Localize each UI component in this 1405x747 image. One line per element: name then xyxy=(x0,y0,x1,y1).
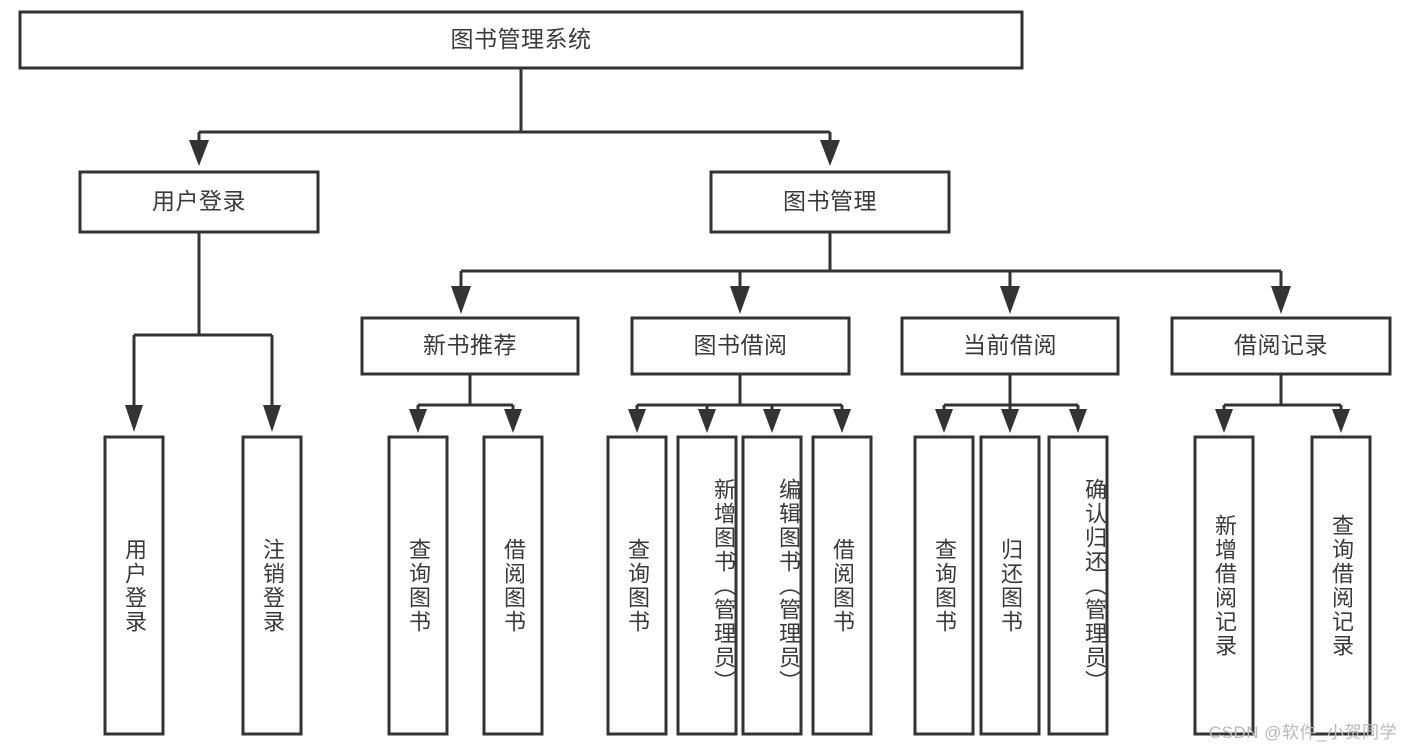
watermark-text: CSDN @软件_小贺同学 xyxy=(1208,723,1397,742)
node-box-leaf-query-book-2[interactable] xyxy=(606,435,668,736)
arrow-head-current-borrow xyxy=(1000,286,1020,314)
node-box-leaf-user-logout[interactable] xyxy=(241,435,303,736)
arrow-head-leaf-query-book-3 xyxy=(935,409,953,433)
node-box-book-manage[interactable] xyxy=(709,170,951,234)
node-box-new-book-recommend[interactable] xyxy=(360,316,580,376)
arrow-head-leaf-user-login xyxy=(125,405,143,432)
arrow-head-leaf-edit-book xyxy=(763,409,781,433)
node-box-borrow-record[interactable] xyxy=(1170,316,1392,376)
node-box-leaf-add-record[interactable] xyxy=(1193,435,1255,736)
node-box-leaf-add-book[interactable] xyxy=(676,435,738,736)
arrow-head-new-book-recommend xyxy=(451,286,471,314)
arrow-head-leaf-borrow-book-1 xyxy=(504,409,522,433)
arrow-head-leaf-confirm-return xyxy=(1069,409,1087,433)
node-box-leaf-borrow-book-1[interactable] xyxy=(482,435,544,736)
arrow-head-leaf-return-book xyxy=(1001,409,1019,433)
node-box-leaf-edit-book[interactable] xyxy=(741,435,803,736)
node-box-leaf-return-book[interactable] xyxy=(979,435,1041,736)
arrow-head-leaf-query-book-2 xyxy=(628,409,646,433)
node-box-leaf-query-book-1[interactable] xyxy=(387,435,449,736)
node-box-leaf-query-book-3[interactable] xyxy=(913,435,975,736)
arrow-head-user-login xyxy=(189,140,209,166)
arrow-head-book-manage xyxy=(820,140,840,166)
arrow-head-book-borrow xyxy=(730,286,750,314)
arrow-head-leaf-add-record xyxy=(1215,409,1233,433)
node-box-leaf-borrow-book-2[interactable] xyxy=(811,435,873,736)
arrow-head-leaf-query-book-1 xyxy=(409,409,427,433)
node-box-leaf-confirm-return[interactable] xyxy=(1047,435,1109,736)
node-box-root[interactable] xyxy=(18,10,1024,70)
node-box-user-login[interactable] xyxy=(78,170,320,234)
node-box-leaf-query-record[interactable] xyxy=(1310,435,1372,736)
arrow-head-leaf-user-logout xyxy=(263,405,281,432)
arrow-head-borrow-record xyxy=(1271,286,1291,314)
arrow-head-leaf-query-record xyxy=(1332,409,1350,433)
node-box-current-borrow[interactable] xyxy=(900,316,1120,376)
node-box-book-borrow[interactable] xyxy=(630,316,851,376)
node-box-leaf-user-login[interactable] xyxy=(103,435,165,736)
arrow-head-leaf-borrow-book-2 xyxy=(833,409,851,433)
arrow-head-leaf-add-book xyxy=(698,409,716,433)
